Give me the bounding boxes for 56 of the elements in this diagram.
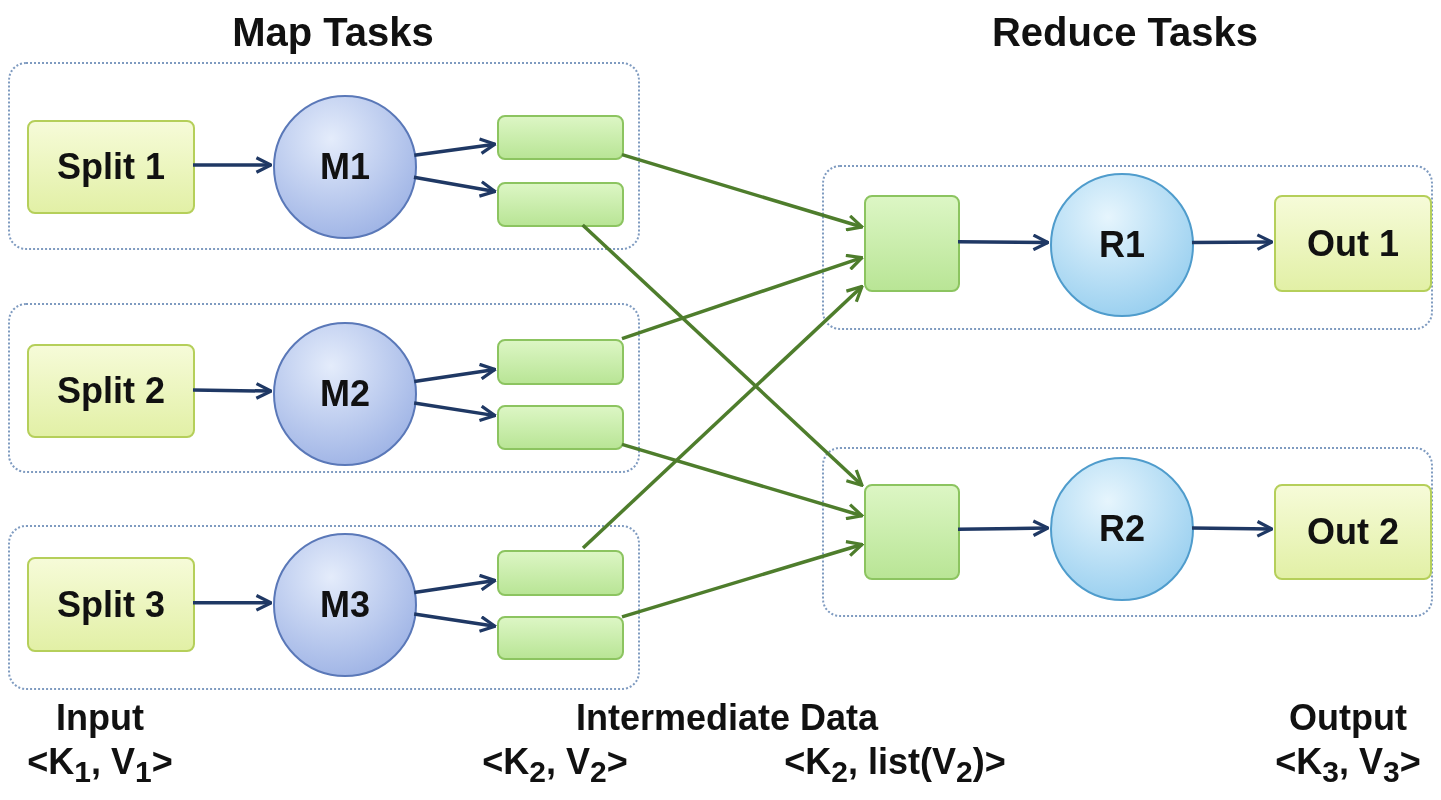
arrow bbox=[621, 442, 864, 521]
key-value-label: <K$_{2}$, list(V$_{2}$)> bbox=[784, 740, 1006, 790]
node-label: M2 bbox=[320, 373, 370, 415]
node-label: M3 bbox=[320, 584, 370, 626]
arrow bbox=[193, 593, 273, 612]
arrow bbox=[193, 382, 273, 400]
data-block bbox=[497, 182, 624, 227]
node-label: Split 1 bbox=[57, 146, 165, 188]
arrow bbox=[581, 284, 864, 550]
node-label: Split 2 bbox=[57, 370, 165, 412]
data-block bbox=[497, 405, 624, 450]
key-value-label: <K$_{2}$, V$_{2}$> bbox=[482, 740, 628, 790]
key-value-label: <K$_{1}$, V$_{1}$> bbox=[27, 740, 173, 790]
output-box bbox=[1274, 484, 1432, 580]
data-block bbox=[497, 616, 624, 660]
task-group-panel bbox=[8, 303, 640, 473]
arrow bbox=[621, 540, 864, 619]
stage-label: Input bbox=[56, 697, 144, 739]
data-block bbox=[864, 195, 960, 292]
arrow bbox=[413, 362, 497, 384]
input-split-box bbox=[27, 120, 195, 214]
node-label: R2 bbox=[1099, 508, 1145, 550]
arrow bbox=[413, 573, 497, 595]
arrow bbox=[193, 156, 273, 174]
node-label: Split 3 bbox=[57, 583, 165, 626]
arrow bbox=[957, 519, 1050, 538]
data-block bbox=[497, 115, 624, 160]
arrow bbox=[413, 612, 497, 633]
node-label: Out 2 bbox=[1307, 511, 1399, 553]
arrow bbox=[1192, 233, 1274, 251]
task-group-panel bbox=[8, 525, 640, 690]
input-split-box bbox=[27, 557, 195, 652]
column-heading: Reduce Tasks bbox=[991, 9, 1259, 55]
input-split-box bbox=[27, 344, 195, 438]
stage-label: Intermediate Data bbox=[575, 697, 879, 739]
arrow bbox=[621, 253, 864, 341]
arrow bbox=[581, 223, 864, 487]
arrow bbox=[413, 175, 497, 198]
node-label: Out 1 bbox=[1307, 222, 1399, 265]
key-value-label: <K$_{3}$, V$_{3}$> bbox=[1275, 740, 1421, 790]
task-group-panel bbox=[8, 62, 640, 250]
task-group-panel bbox=[822, 165, 1433, 330]
arrow bbox=[621, 152, 864, 232]
data-block bbox=[864, 484, 960, 580]
task-group-panel bbox=[822, 447, 1433, 617]
node-label: M1 bbox=[320, 146, 370, 188]
data-block bbox=[497, 339, 624, 385]
data-block bbox=[497, 550, 624, 596]
arrow bbox=[414, 137, 497, 157]
output-box bbox=[1274, 195, 1432, 292]
arrow bbox=[1191, 519, 1274, 538]
node-label: R1 bbox=[1099, 224, 1145, 266]
column-heading: Map Tasks bbox=[232, 9, 434, 55]
arrow bbox=[958, 233, 1050, 252]
stage-label: Output bbox=[1289, 697, 1407, 739]
arrow bbox=[413, 401, 497, 423]
